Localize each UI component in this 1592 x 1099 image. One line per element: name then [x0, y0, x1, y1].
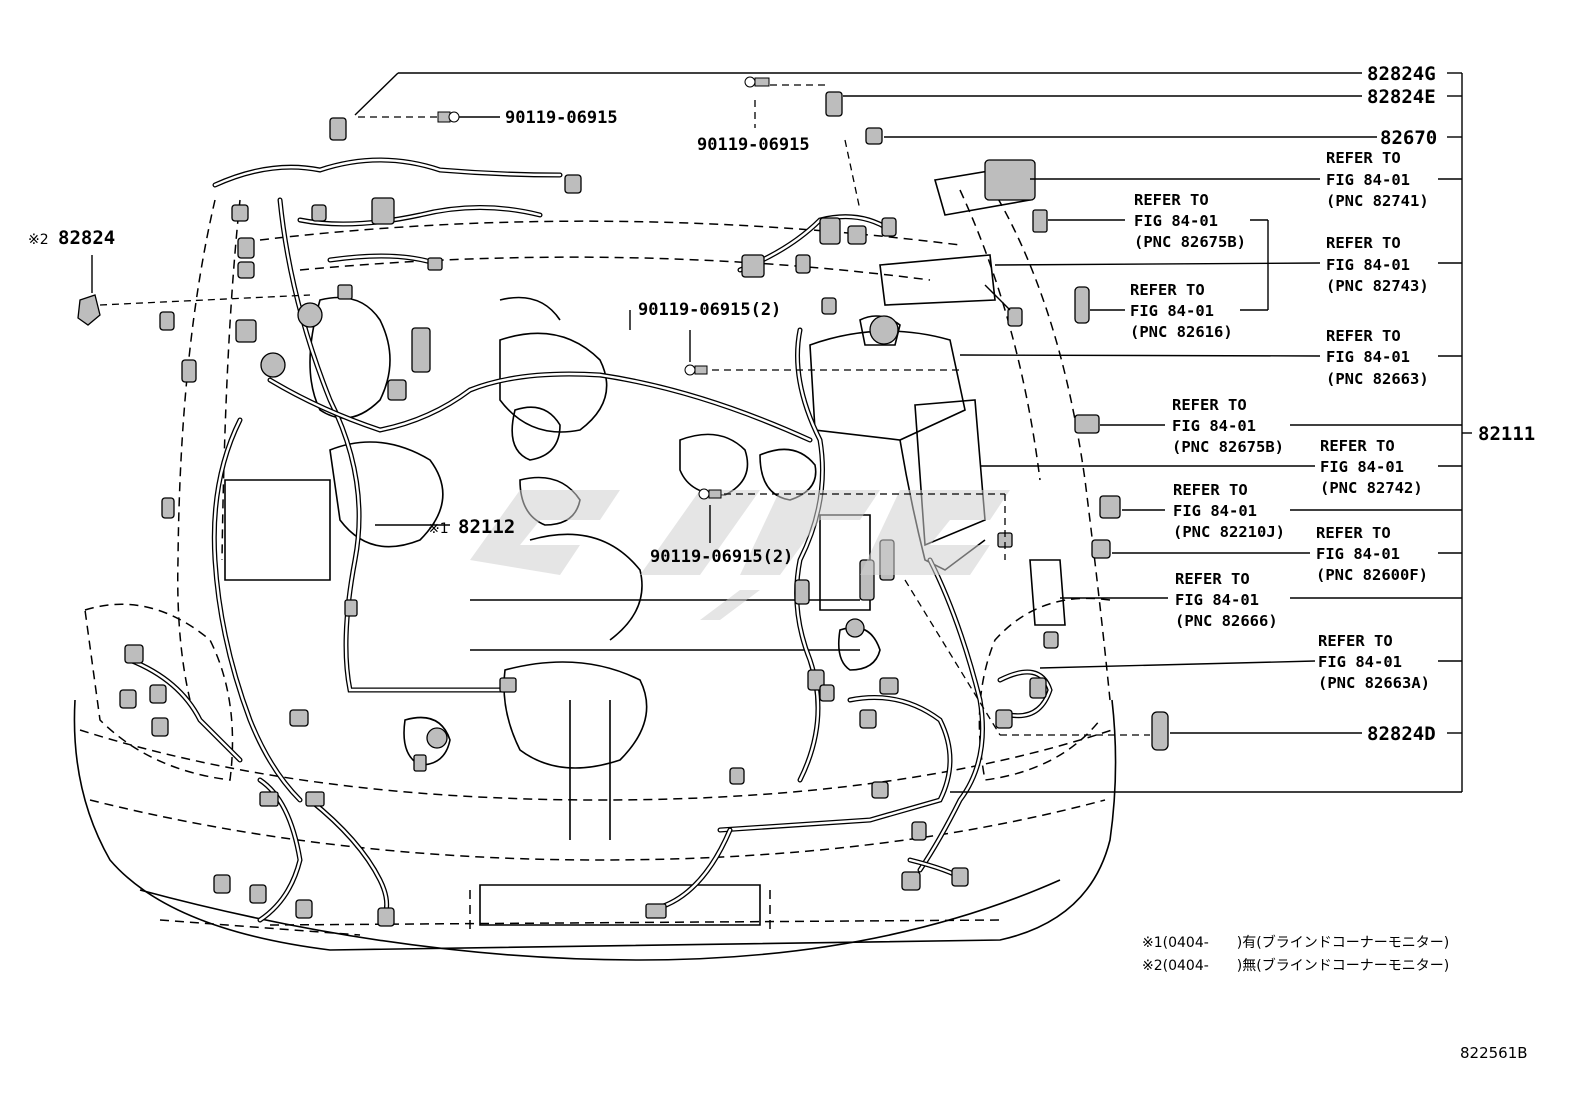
svg-text:REFER TO: REFER TO [1316, 524, 1391, 542]
svg-text:(PNC 82210J): (PNC 82210J) [1173, 523, 1285, 541]
label-82824g[interactable]: 82824G [1367, 63, 1436, 85]
refer-82663a[interactable]: REFER TO FIG 84-01 (PNC 82663A) [1318, 632, 1430, 692]
refer-82663[interactable]: REFER TO FIG 84-01 (PNC 82663) [1326, 327, 1429, 388]
refer-82742[interactable]: REFER TO FIG 84-01 (PNC 82742) [1320, 437, 1423, 497]
svg-text:FIG 84-01: FIG 84-01 [1172, 417, 1256, 435]
label-82670[interactable]: 82670 [1380, 127, 1437, 149]
footnotes: ※1(0404- )有(ブラインドコーナーモニター) ※2(0404- )無(ブ… [1142, 934, 1528, 1062]
svg-text:REFER TO: REFER TO [1175, 570, 1250, 588]
svg-text:REFER TO: REFER TO [1172, 396, 1247, 414]
svg-text:(PNC 82666): (PNC 82666) [1175, 612, 1278, 630]
bolt-icon [744, 76, 770, 88]
label-82824[interactable]: 82824 [58, 227, 115, 249]
bolt-icon [698, 488, 722, 500]
svg-text:(PNC 82675B): (PNC 82675B) [1134, 233, 1246, 251]
leader-lines [91, 72, 1472, 793]
refer-82675b-top[interactable]: REFER TO FIG 84-01 (PNC 82675B) [1134, 191, 1246, 251]
svg-text:FIG 84-01: FIG 84-01 [1326, 348, 1410, 366]
svg-text:(PNC 82600F): (PNC 82600F) [1316, 566, 1428, 584]
vehicle-illustration [73, 164, 1117, 961]
svg-text:REFER TO: REFER TO [1326, 149, 1401, 167]
svg-text:FIG 84-01: FIG 84-01 [1134, 212, 1218, 230]
svg-text:(PNC 82743): (PNC 82743) [1326, 277, 1429, 295]
refer-blocks: REFER TO FIG 84-01 (PNC 82741) REFER TO … [1130, 149, 1430, 692]
label-bolt-3[interactable]: 90119-06915(2) [638, 300, 781, 320]
connectors [77, 91, 1169, 927]
svg-text:FIG 84-01: FIG 84-01 [1326, 171, 1410, 189]
label-bolt-1[interactable]: 90119-06915 [505, 108, 618, 128]
bolt-icon [684, 364, 708, 376]
footnote-1: ※1(0404- )有(ブラインドコーナーモニター) [1142, 934, 1449, 951]
svg-text:REFER TO: REFER TO [1326, 234, 1401, 252]
svg-text:REFER TO: REFER TO [1134, 191, 1209, 209]
label-bolt-4[interactable]: 90119-06915(2) [650, 547, 793, 567]
svg-text:(PNC 82675B): (PNC 82675B) [1172, 438, 1284, 456]
svg-text:(PNC 82663A): (PNC 82663A) [1318, 674, 1430, 692]
svg-text:FIG 84-01: FIG 84-01 [1175, 591, 1259, 609]
note-mark-2: ※2 [28, 232, 49, 248]
label-82824d[interactable]: 82824D [1367, 723, 1436, 745]
watermark [470, 490, 1010, 620]
bolt-icons [437, 76, 770, 500]
figure-code: 822561B [1460, 1044, 1528, 1062]
label-82112[interactable]: 82112 [458, 516, 515, 538]
svg-text:REFER TO: REFER TO [1318, 632, 1393, 650]
svg-text:(PNC 82663): (PNC 82663) [1326, 370, 1429, 388]
label-82111[interactable]: 82111 [1478, 423, 1535, 445]
refer-82743[interactable]: REFER TO FIG 84-01 (PNC 82743) [1326, 234, 1429, 295]
svg-text:FIG 84-01: FIG 84-01 [1318, 653, 1402, 671]
svg-text:REFER TO: REFER TO [1320, 437, 1395, 455]
part-labels: 82824G 82824E 82670 82111 82824D ※2 8282… [28, 63, 1535, 745]
svg-text:REFER TO: REFER TO [1326, 327, 1401, 345]
svg-text:(PNC 82616): (PNC 82616) [1130, 323, 1233, 341]
svg-text:FIG 84-01: FIG 84-01 [1316, 545, 1400, 563]
label-bolt-2[interactable]: 90119-06915 [697, 135, 810, 155]
refer-82600f[interactable]: REFER TO FIG 84-01 (PNC 82600F) [1316, 524, 1428, 584]
refer-82675b-mid[interactable]: REFER TO FIG 84-01 (PNC 82675B) [1172, 396, 1284, 456]
svg-text:REFER TO: REFER TO [1173, 481, 1248, 499]
refer-82741[interactable]: REFER TO FIG 84-01 (PNC 82741) [1326, 149, 1429, 210]
refer-82666[interactable]: REFER TO FIG 84-01 (PNC 82666) [1175, 570, 1278, 630]
svg-text:FIG 84-01: FIG 84-01 [1130, 302, 1214, 320]
svg-text:FIG 84-01: FIG 84-01 [1320, 458, 1404, 476]
svg-text:(PNC 82742): (PNC 82742) [1320, 479, 1423, 497]
svg-text:REFER TO: REFER TO [1130, 281, 1205, 299]
svg-text:FIG 84-01: FIG 84-01 [1326, 256, 1410, 274]
label-82824e[interactable]: 82824E [1367, 86, 1436, 108]
footnote-2: ※2(0404- )無(ブラインドコーナーモニター) [1142, 957, 1449, 974]
refer-82616[interactable]: REFER TO FIG 84-01 (PNC 82616) [1130, 281, 1233, 341]
bolt-icon [437, 111, 460, 123]
note-mark-1: ※1 [428, 521, 449, 537]
svg-text:FIG 84-01: FIG 84-01 [1173, 502, 1257, 520]
svg-text:(PNC 82741): (PNC 82741) [1326, 192, 1429, 210]
refer-82210j[interactable]: REFER TO FIG 84-01 (PNC 82210J) [1173, 481, 1285, 541]
